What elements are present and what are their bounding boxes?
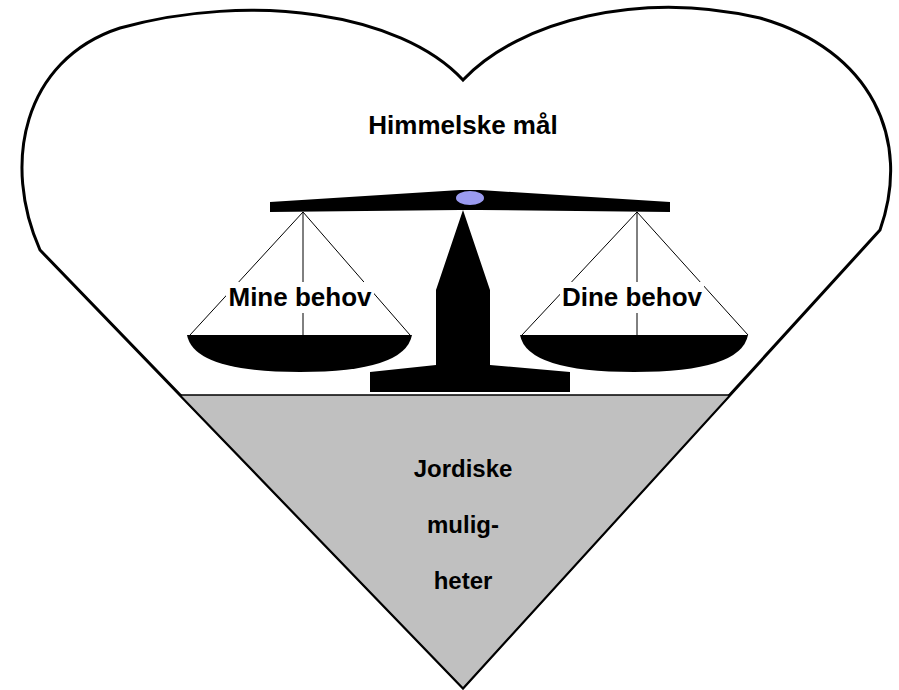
node-text: Himmelske mål [283,109,643,141]
scale-beam [270,190,670,212]
scale-pillar [370,210,570,392]
left-pan [187,335,412,372]
pan-label: Mine behov [226,282,373,313]
earthly-triangle: Jordiske mulig- heter [180,395,736,690]
pan-label: Dine behov [560,282,704,313]
earthly-triangle-outline [180,395,736,690]
right-pan [520,335,748,372]
node-text: Jordiske mulig- heter [401,441,526,609]
pivot [456,191,484,205]
